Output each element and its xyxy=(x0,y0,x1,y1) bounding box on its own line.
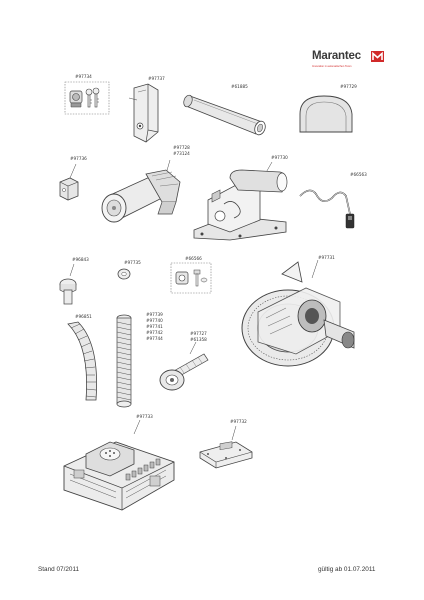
part-number-66563: #66563 xyxy=(350,172,367,177)
washer-part xyxy=(117,268,131,280)
part-number-97727: #97727 xyxy=(190,331,207,336)
brand-tagline: Innovation in automatischen Toren xyxy=(312,65,352,68)
part-number-97740: #97740 xyxy=(146,318,163,323)
part-number-97730: #97730 xyxy=(271,155,288,160)
part-number-96851: #96851 xyxy=(75,314,92,319)
part-number-97728: #97728 xyxy=(173,145,190,150)
gear-unit-part xyxy=(241,259,355,367)
part-number-97744: #97744 xyxy=(146,336,163,341)
small-block-part xyxy=(59,163,79,201)
part-number-97739: #97739 xyxy=(146,312,163,317)
lock-cylinder-keys-part xyxy=(64,81,110,115)
screw-set-part xyxy=(170,262,212,294)
part-number-97731: #97731 xyxy=(318,255,335,260)
mounting-bracket-part xyxy=(128,83,159,143)
part-number-96843: #96843 xyxy=(72,257,89,262)
sensor-cable-part xyxy=(299,189,355,229)
bolt-part xyxy=(59,263,77,305)
spring-part xyxy=(116,314,132,408)
part-number-97735: #97735 xyxy=(124,260,141,265)
part-number-97733: #97733 xyxy=(136,414,153,419)
guide-tube-part xyxy=(183,94,266,136)
brand-m-icon xyxy=(371,51,384,62)
part-number-97732: #97732 xyxy=(230,419,247,424)
marantec-logo: Marantec Innovation in automatischen Tor… xyxy=(312,50,388,74)
brand-name: Marantec xyxy=(312,50,361,62)
part-number-61358: #61358 xyxy=(190,337,207,342)
small-circuit-board-part xyxy=(199,425,253,469)
part-number-97741: #97741 xyxy=(146,324,163,329)
part-number-61885: #61885 xyxy=(231,84,248,89)
drive-motor-part xyxy=(101,159,181,223)
part-number-97742: #97742 xyxy=(146,330,163,335)
control-board-part xyxy=(63,419,175,511)
footer-valid-from: gültig ab 01.07.2011 xyxy=(318,566,376,573)
part-number-97736: #97736 xyxy=(70,156,87,161)
cover-cap-part xyxy=(299,95,353,133)
part-number-97734: #97734 xyxy=(75,74,92,79)
shaft-wheel-part xyxy=(159,341,209,391)
carriage-assembly-part xyxy=(193,161,288,241)
part-number-66566: #66566 xyxy=(185,256,202,261)
chain-segment-part xyxy=(67,321,97,401)
part-number-73124: #73124 xyxy=(173,151,190,156)
part-number-97729: #97729 xyxy=(340,84,357,89)
footer-status-date: Stand 07/2011 xyxy=(38,566,80,573)
part-number-97737: #97737 xyxy=(148,76,165,81)
